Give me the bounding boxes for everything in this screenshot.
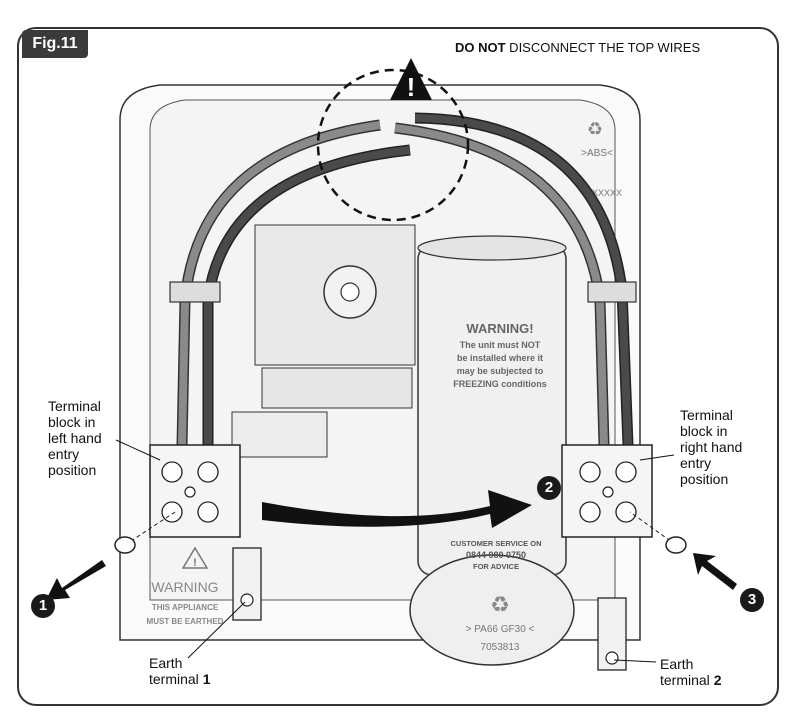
earth-terminal-2-screw-icon (605, 651, 619, 665)
part-number: 7053813 (481, 642, 520, 653)
terminal-block-right (561, 444, 653, 538)
terminal-screw-icon (579, 501, 601, 523)
heater-warning-title: WARNING! (466, 321, 533, 336)
earth-terminal-1 (232, 547, 262, 621)
terminal-screw-icon (161, 461, 183, 483)
wire-left-gray-fill (178, 121, 381, 446)
hazard-triangle-icon (390, 58, 432, 100)
terminal-screw-icon (615, 461, 637, 483)
heater-warning-line-1: The unit must NOT (460, 340, 541, 350)
figure-border (17, 27, 779, 706)
earth-2-number: 2 (713, 672, 722, 688)
cable-clamp-left (169, 281, 221, 303)
earth-warning-line-1: THIS APPLIANCE (152, 603, 219, 612)
figure-tag: Fig.11 (22, 30, 88, 58)
move-arrow-step-2 (262, 490, 532, 528)
fixing-screw-left-icon (114, 511, 176, 554)
leader-earth-2 (613, 659, 657, 663)
recycle-icon-top: ♻ (587, 119, 603, 139)
leader-right-block (639, 454, 675, 461)
heater-warning-line-2: be installed where it (457, 353, 543, 363)
hazard-exclaim: ! (407, 72, 416, 102)
heater-can-base (409, 554, 575, 666)
internal-block-lower (231, 411, 328, 458)
terminal-screw-icon (161, 501, 183, 523)
earth-2-text: terminal (660, 672, 714, 688)
leader-left-block (115, 439, 161, 461)
callout-step-1: 1 (31, 594, 55, 618)
service-line-3: FOR ADVICE (473, 562, 519, 571)
wire-left-dark-fill (204, 146, 411, 445)
material-top: >ABS< (581, 148, 613, 159)
internal-block (261, 367, 413, 409)
arrow-step-1 (46, 560, 106, 600)
terminal-block-left (149, 444, 241, 538)
material-bottom: > PA66 GF30 < (466, 624, 535, 635)
control-knob-center (340, 282, 360, 302)
recycle-icon-bottom: ♻ (490, 592, 510, 617)
callout-step-3: 3 (740, 588, 764, 612)
wire-right-gray-fill (394, 124, 608, 446)
earth-warning-line-2: MUST BE EARTHED (147, 617, 224, 626)
earth-1-line-2: terminal 1 (149, 671, 210, 687)
center-screw-icon (602, 486, 614, 498)
earth-1-line-1: Earth (149, 655, 183, 671)
terminal-screw-icon (579, 461, 601, 483)
callout-step-2: 2 (537, 476, 561, 500)
service-line-2: 0844 980 0750 (466, 550, 526, 560)
earth-warning-exclaim: ! (193, 557, 197, 569)
earth-warning-triangle-icon (181, 546, 209, 569)
fixing-screw-right-icon (629, 511, 687, 554)
earth-2-line-1: Earth (660, 656, 694, 672)
earth-2-line-2: terminal 2 (660, 672, 721, 688)
header-warning-rest: DISCONNECT THE TOP WIRES (505, 40, 701, 55)
heater-can-top (417, 235, 567, 261)
earth-1-text: terminal (149, 671, 203, 687)
service-line-1: CUSTOMER SERVICE ON (451, 539, 542, 548)
terminal-screw-icon (197, 501, 219, 523)
arrow-step-3 (693, 553, 737, 590)
label-earth-terminal-1: Earth terminal 1 (149, 655, 210, 687)
heater-warning-line-4: FREEZING conditions (453, 379, 547, 389)
serial-mark: XXXXXX (586, 188, 622, 198)
label-right-terminal-block: Terminal block in right hand entry posit… (680, 407, 743, 487)
leader-earth-1 (187, 601, 246, 659)
header-warning-bold: DO NOT (455, 40, 506, 55)
header-warning: DO NOT DISCONNECT THE TOP WIRES (455, 40, 700, 55)
earth-1-number: 1 (202, 671, 211, 687)
wire-right-dark-fill (414, 114, 632, 446)
label-earth-terminal-2: Earth terminal 2 (660, 656, 721, 688)
terminal-screw-icon (197, 461, 219, 483)
cable-clamp-right (587, 281, 637, 303)
center-screw-icon (184, 486, 196, 498)
terminal-screw-icon (615, 501, 637, 523)
heater-warning-line-3: may be subjected to (457, 366, 544, 376)
earth-warning-title: WARNING (151, 579, 218, 595)
top-wires-highlight-circle (316, 68, 470, 222)
label-left-terminal-block: Terminal block in left hand entry positi… (48, 398, 102, 478)
